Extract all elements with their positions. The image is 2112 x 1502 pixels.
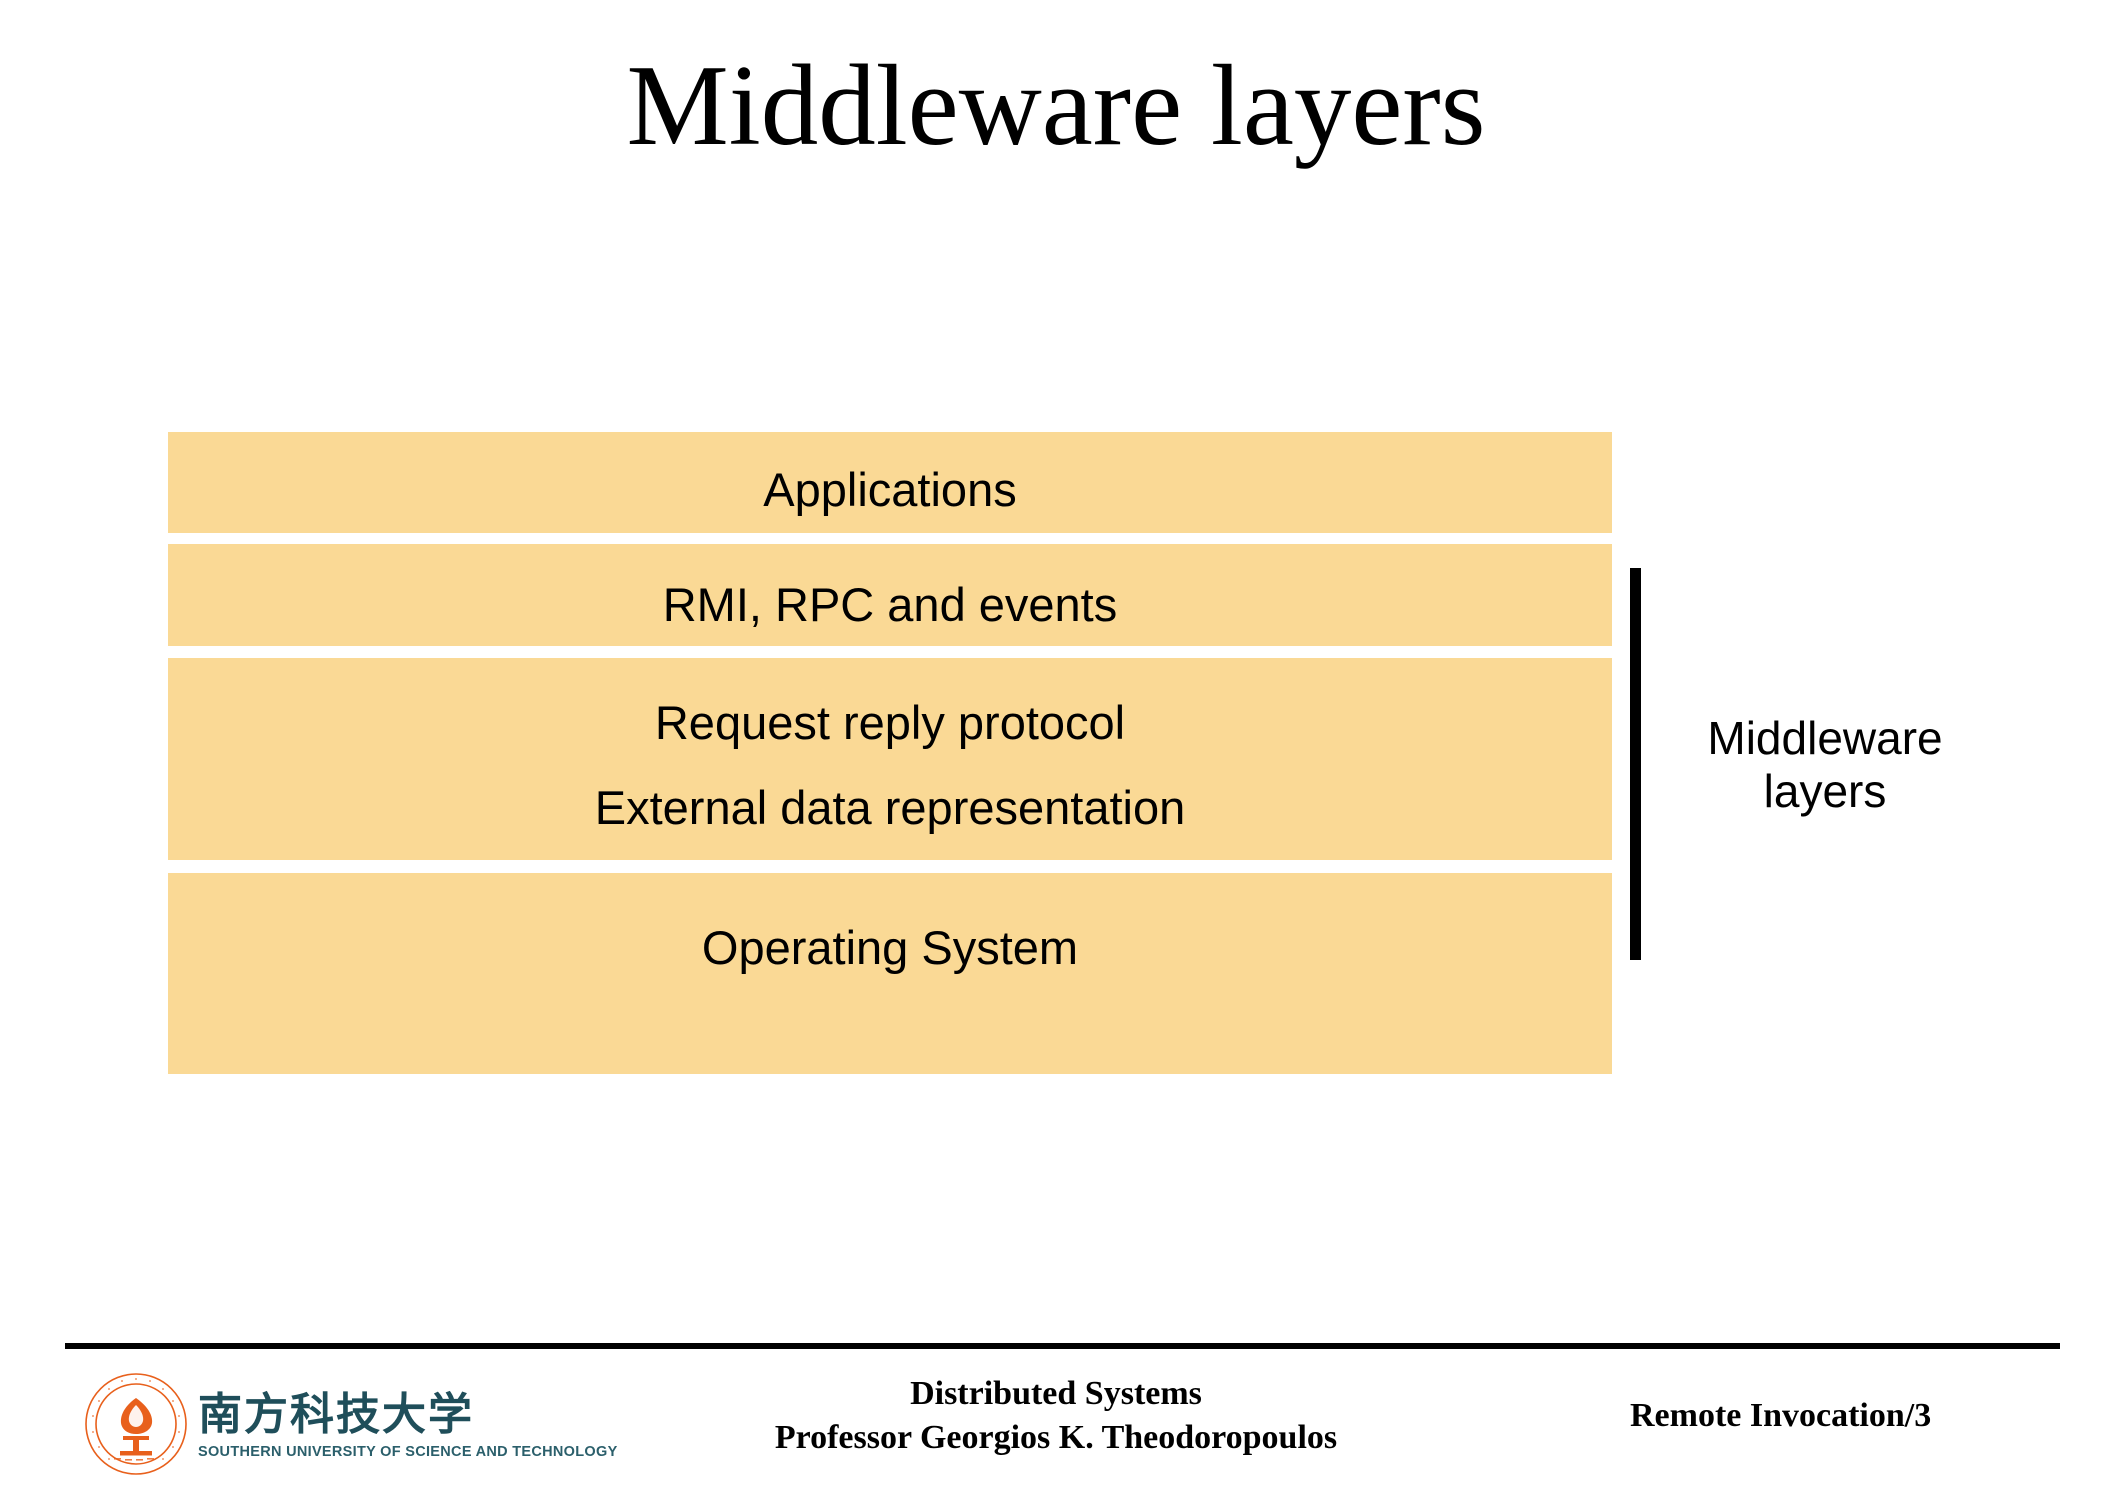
footer-divider [65, 1343, 2060, 1349]
layer-label-operating-system: Operating System [701, 921, 1079, 974]
layer-box-rmi-rpc-events[interactable]: RMI, RPC and events [168, 544, 1612, 646]
footer-course-info: Distributed Systems Professor Georgios K… [606, 1372, 1506, 1459]
layer-box-request-reply-and-external-data[interactable]: Request reply protocol External data rep… [168, 658, 1612, 860]
layer-label-rmi-rpc-events: RMI, RPC and events [662, 577, 1118, 631]
university-name-chinese: 南方科技大学 [198, 1388, 474, 1440]
layer-box-operating-system[interactable]: Operating System [168, 873, 1612, 1074]
university-name-english: SOUTHERN UNIVERSITY OF SCIENCE AND TECHN… [198, 1443, 618, 1460]
university-logo: 南方科技大学 SOUTHERN UNIVERSITY OF SCIENCE AN… [84, 1372, 617, 1476]
middleware-bracket-icon [1630, 568, 1641, 960]
university-wordmark: 南方科技大学 SOUTHERN UNIVERSITY OF SCIENCE AN… [198, 1389, 618, 1460]
middleware-layer-stack: Applications RMI, RPC and events Request… [168, 432, 1612, 1074]
middleware-caption-line-1: Middleware [1707, 712, 1943, 764]
sustech-torch-seal-icon [85, 1373, 187, 1475]
layer-label-external-data-representation: External data representation [594, 781, 1186, 834]
middleware-caption-line-2: layers [1763, 764, 1887, 817]
footer-slide-reference: Remote Invocation/3 [1630, 1397, 1932, 1434]
layer-label-applications: Applications [763, 463, 1017, 516]
footer-course-title: Distributed Systems [910, 1375, 1202, 1412]
middleware-bracket-caption: Middleware layers [1660, 712, 1990, 818]
footer-instructor: Professor Georgios K. Theodoropoulos [774, 1418, 1338, 1456]
page-title: Middleware layers [626, 42, 1486, 169]
layer-box-applications[interactable]: Applications [168, 432, 1612, 533]
layer-label-request-reply-protocol: Request reply protocol [654, 696, 1126, 749]
